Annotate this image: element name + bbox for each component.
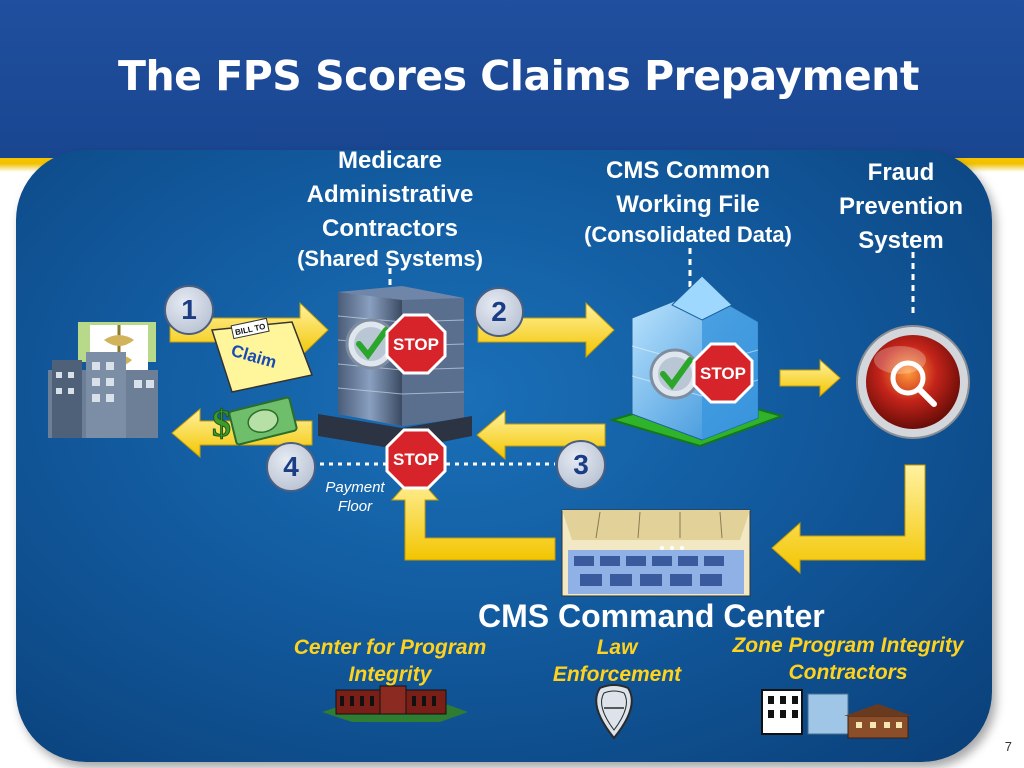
partner-zpic-label: Zone Program Integrity Contractors [732,634,964,684]
law-badge-icon [595,684,633,740]
cwf-subtitle: (Consolidated Data) [584,222,792,247]
mac-check-icon [345,318,397,370]
fps-title: Fraud Prevention System [838,159,964,254]
zpic-buildings-icon [761,689,912,739]
cwf-check-icon [649,348,701,400]
money-icon: $ [212,396,298,446]
command-center-image [561,509,751,597]
fps-magnifier-icon [856,325,970,439]
slide-title: The FPS Scores Claims Prepayment [118,52,919,100]
arrow-fps-to-command [771,464,926,575]
svg-text:STOP: STOP [393,335,439,354]
provider-hospital-icon [48,322,158,438]
step-4-badge: 4 [266,442,316,492]
partner-law-label: Law Enforcement [552,636,682,686]
mac-title: Medicare Administrative Contractors [306,147,474,242]
partner-cpi-label: Center for Program Integrity [293,636,487,686]
page-number: 7 [1004,739,1012,754]
arrow-mac-to-cwf [477,301,615,359]
mac-label: Medicare Administrative Contractors (Sha… [270,144,510,272]
payment-floor-label: Payment Floor [325,479,385,515]
payment-stop-sign: STOP [385,428,447,490]
claim-document-icon: BILL TO Claim [211,317,314,393]
svg-text:STOP: STOP [393,450,439,469]
cwf-stop-sign: STOP [692,342,754,404]
header-band [0,0,1024,158]
mac-subtitle: (Shared Systems) [297,246,483,271]
arrow-cwf-to-fps [779,358,841,398]
step-1-badge: 1 [164,285,214,335]
cwf-label: CMS Common Working File (Consolidated Da… [560,154,816,248]
mac-building-icon [318,286,472,450]
step-2-badge: 2 [474,287,524,337]
svg-text:STOP: STOP [700,364,746,383]
command-center-label: CMS Command Center [478,598,825,634]
mac-stop-sign: STOP [385,313,447,375]
step-3-badge: 3 [556,440,606,490]
cwf-title: CMS Common Working File [606,157,770,218]
cpi-building-icon [322,685,468,722]
svg-text:$: $ [212,403,231,445]
